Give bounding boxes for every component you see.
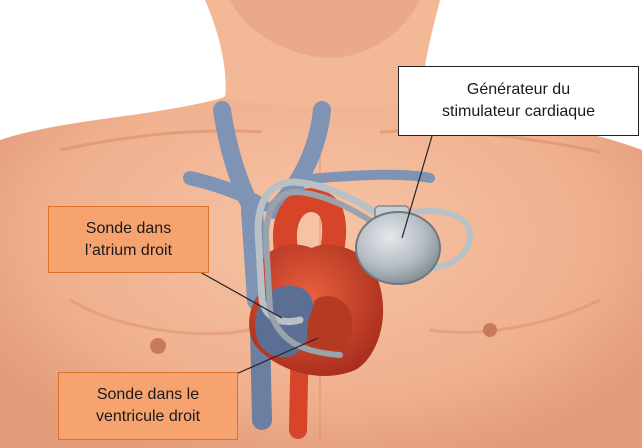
- atrium-lead-label: Sonde dans l’atrium droit: [48, 206, 209, 273]
- nipple-left: [150, 338, 166, 354]
- ventricle-lead-label: Sonde dans le ventricule droit: [58, 372, 238, 440]
- generator-label: Générateur du stimulateur cardiaque: [398, 66, 639, 136]
- nipple-right: [483, 323, 497, 337]
